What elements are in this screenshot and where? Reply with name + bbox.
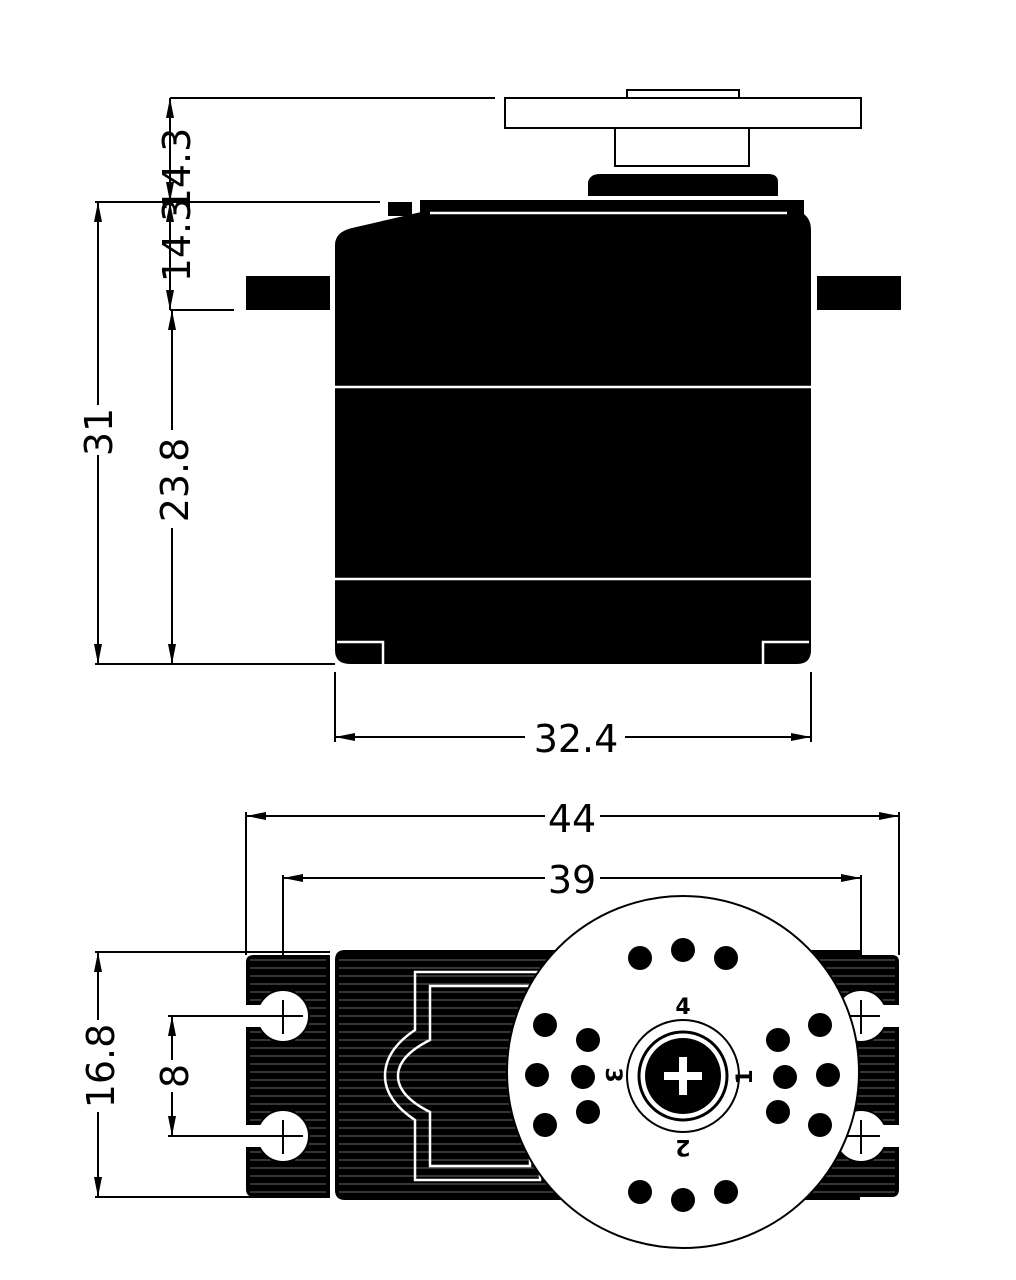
dim-body-width: 32.4 bbox=[534, 717, 619, 761]
foot-right bbox=[761, 640, 809, 664]
horn-hole bbox=[628, 1180, 652, 1204]
horn-hub bbox=[614, 127, 750, 167]
horn-hole bbox=[671, 938, 695, 962]
horn-hole bbox=[576, 1028, 600, 1052]
horn-hole bbox=[714, 946, 738, 970]
horn-hole bbox=[671, 1188, 695, 1212]
top-plate-left bbox=[388, 202, 412, 216]
shaft-base bbox=[588, 174, 778, 196]
dim-horn-height: 14.3 bbox=[155, 128, 199, 213]
dim-mount-to-bottom: 23.8 bbox=[153, 438, 197, 523]
mount-tab-left bbox=[246, 276, 330, 310]
mount-tab-right bbox=[817, 276, 901, 310]
dim-total-height: 31 bbox=[77, 408, 121, 456]
horn-disc bbox=[504, 97, 862, 129]
servo-body bbox=[335, 210, 811, 664]
horn-wheel-holes bbox=[525, 938, 840, 1212]
screw-slot-v bbox=[679, 1057, 687, 1095]
horn-hole bbox=[571, 1065, 595, 1089]
dim-hole-pitch: 8 bbox=[153, 1064, 197, 1088]
horn-label-1: 1 bbox=[733, 1069, 758, 1084]
side-view: 14.3 14.3 31 23.8 32.4 bbox=[77, 89, 901, 761]
horn-hole bbox=[808, 1013, 832, 1037]
dim-overall-length: 44 bbox=[548, 797, 596, 841]
horn-cap bbox=[626, 89, 740, 99]
horn-hole bbox=[766, 1028, 790, 1052]
horn-hole bbox=[533, 1113, 557, 1137]
horn-hole bbox=[714, 1180, 738, 1204]
horn-label-2: 2 bbox=[675, 1134, 690, 1159]
horn-hole bbox=[766, 1100, 790, 1124]
dim-body-to-mount: 14.3 bbox=[155, 198, 199, 283]
horn-hole bbox=[576, 1100, 600, 1124]
dim-tab-width: 16.8 bbox=[79, 1024, 123, 1109]
horn-hole bbox=[533, 1013, 557, 1037]
top-view: 44 39 bbox=[79, 795, 900, 1249]
horn-hole bbox=[773, 1065, 797, 1089]
body-inner-outline-2 bbox=[396, 984, 532, 1168]
horn-hole bbox=[816, 1063, 840, 1087]
dim-hole-spacing: 39 bbox=[548, 858, 596, 902]
horn-hole bbox=[525, 1063, 549, 1087]
horn-label-3: 3 bbox=[600, 1067, 625, 1082]
horn-hole bbox=[808, 1113, 832, 1137]
body-inner-outline bbox=[383, 970, 542, 1182]
horn-hole bbox=[628, 946, 652, 970]
foot-left bbox=[337, 640, 385, 664]
horn-label-4: 4 bbox=[675, 995, 690, 1020]
